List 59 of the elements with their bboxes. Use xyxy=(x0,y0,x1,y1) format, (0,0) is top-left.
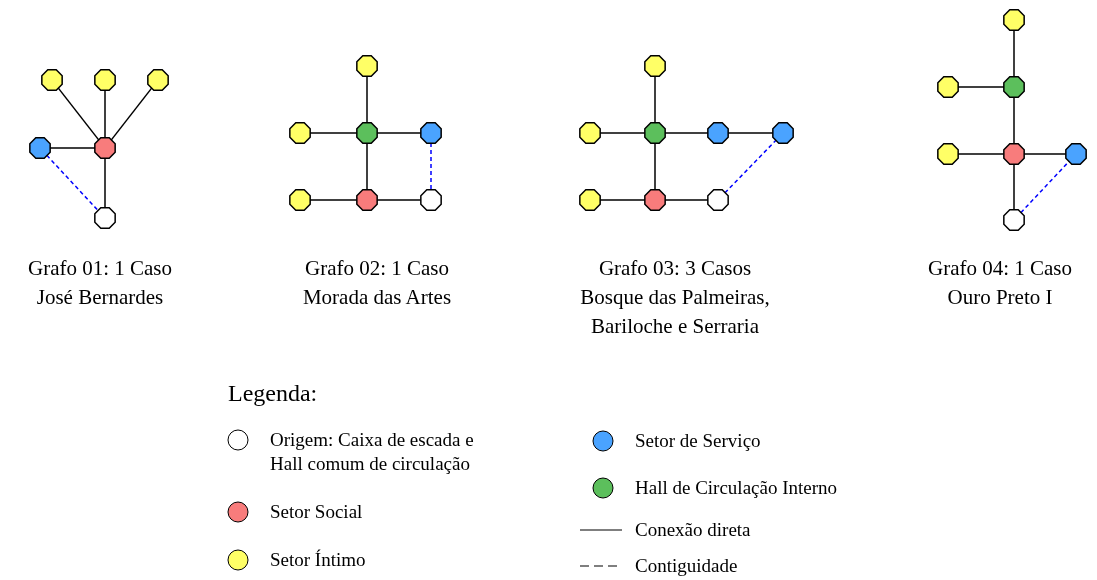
sector-node xyxy=(356,55,378,77)
sector-node xyxy=(772,122,794,144)
connection-line xyxy=(110,87,153,141)
legend-text: Contiguidade xyxy=(635,554,738,578)
sector-node xyxy=(147,69,169,91)
legend-text: Setor de Serviço xyxy=(635,429,761,453)
sector-node xyxy=(1003,209,1025,231)
legend-text: Origem: Caixa de escada e Hall comum de circulação xyxy=(270,428,475,476)
sector-node xyxy=(1003,143,1025,165)
graph-caption: José Bernardes xyxy=(36,287,164,308)
sector-node xyxy=(937,76,959,98)
contiguity-line xyxy=(46,154,99,212)
sector-node xyxy=(94,69,116,91)
connection-line xyxy=(1013,96,1015,145)
sector-node xyxy=(707,189,729,211)
sector-node xyxy=(94,207,116,229)
graph-caption: Bariloche e Serraria xyxy=(591,316,759,337)
connection-line xyxy=(654,142,656,191)
sector-node xyxy=(1065,143,1087,165)
sector-node xyxy=(1003,76,1025,98)
sector-node xyxy=(644,122,666,144)
graph-caption: Grafo 02: 1 Caso xyxy=(304,258,450,279)
sector-node xyxy=(356,122,378,144)
legend-title: Legenda: xyxy=(228,381,318,405)
graph-caption: Bosque das Palmeiras, xyxy=(580,287,770,308)
connection-line xyxy=(57,87,100,141)
legend-text: Setor Íntimo xyxy=(270,548,366,572)
connection-line xyxy=(1013,163,1015,211)
legend-text: Setor Social xyxy=(270,500,363,524)
connection-line xyxy=(104,89,106,139)
sector-node xyxy=(356,189,378,211)
sector-node xyxy=(420,189,442,211)
connection-line xyxy=(654,75,656,124)
sector-node xyxy=(579,122,601,144)
sector-node xyxy=(289,189,311,211)
graph-caption: Morada das Artes xyxy=(302,287,452,308)
graph-caption: Grafo 04: 1 Caso xyxy=(927,258,1073,279)
contiguity-line xyxy=(724,139,777,194)
contiguity-line xyxy=(430,142,432,191)
connection-line xyxy=(104,157,106,209)
sector-node xyxy=(420,122,442,144)
sector-node xyxy=(579,189,601,211)
sector-node xyxy=(644,189,666,211)
legend-text: Hall de Circulação Interno xyxy=(635,476,838,500)
sector-node xyxy=(29,137,51,159)
graph-caption: Grafo 01: 1 Caso xyxy=(27,258,173,279)
sector-node xyxy=(1003,9,1025,31)
connection-line xyxy=(366,142,368,191)
sector-node xyxy=(94,137,116,159)
connection-line xyxy=(1013,29,1015,78)
sector-node xyxy=(41,69,63,91)
graph-caption: Grafo 03: 3 Casos xyxy=(598,258,752,279)
sector-node xyxy=(644,55,666,77)
connection-line xyxy=(366,75,368,124)
sector-node xyxy=(707,122,729,144)
sector-node xyxy=(289,122,311,144)
legend-text: Conexão direta xyxy=(635,518,751,542)
sector-node xyxy=(937,143,959,165)
graph-caption: Ouro Preto I xyxy=(947,287,1053,308)
